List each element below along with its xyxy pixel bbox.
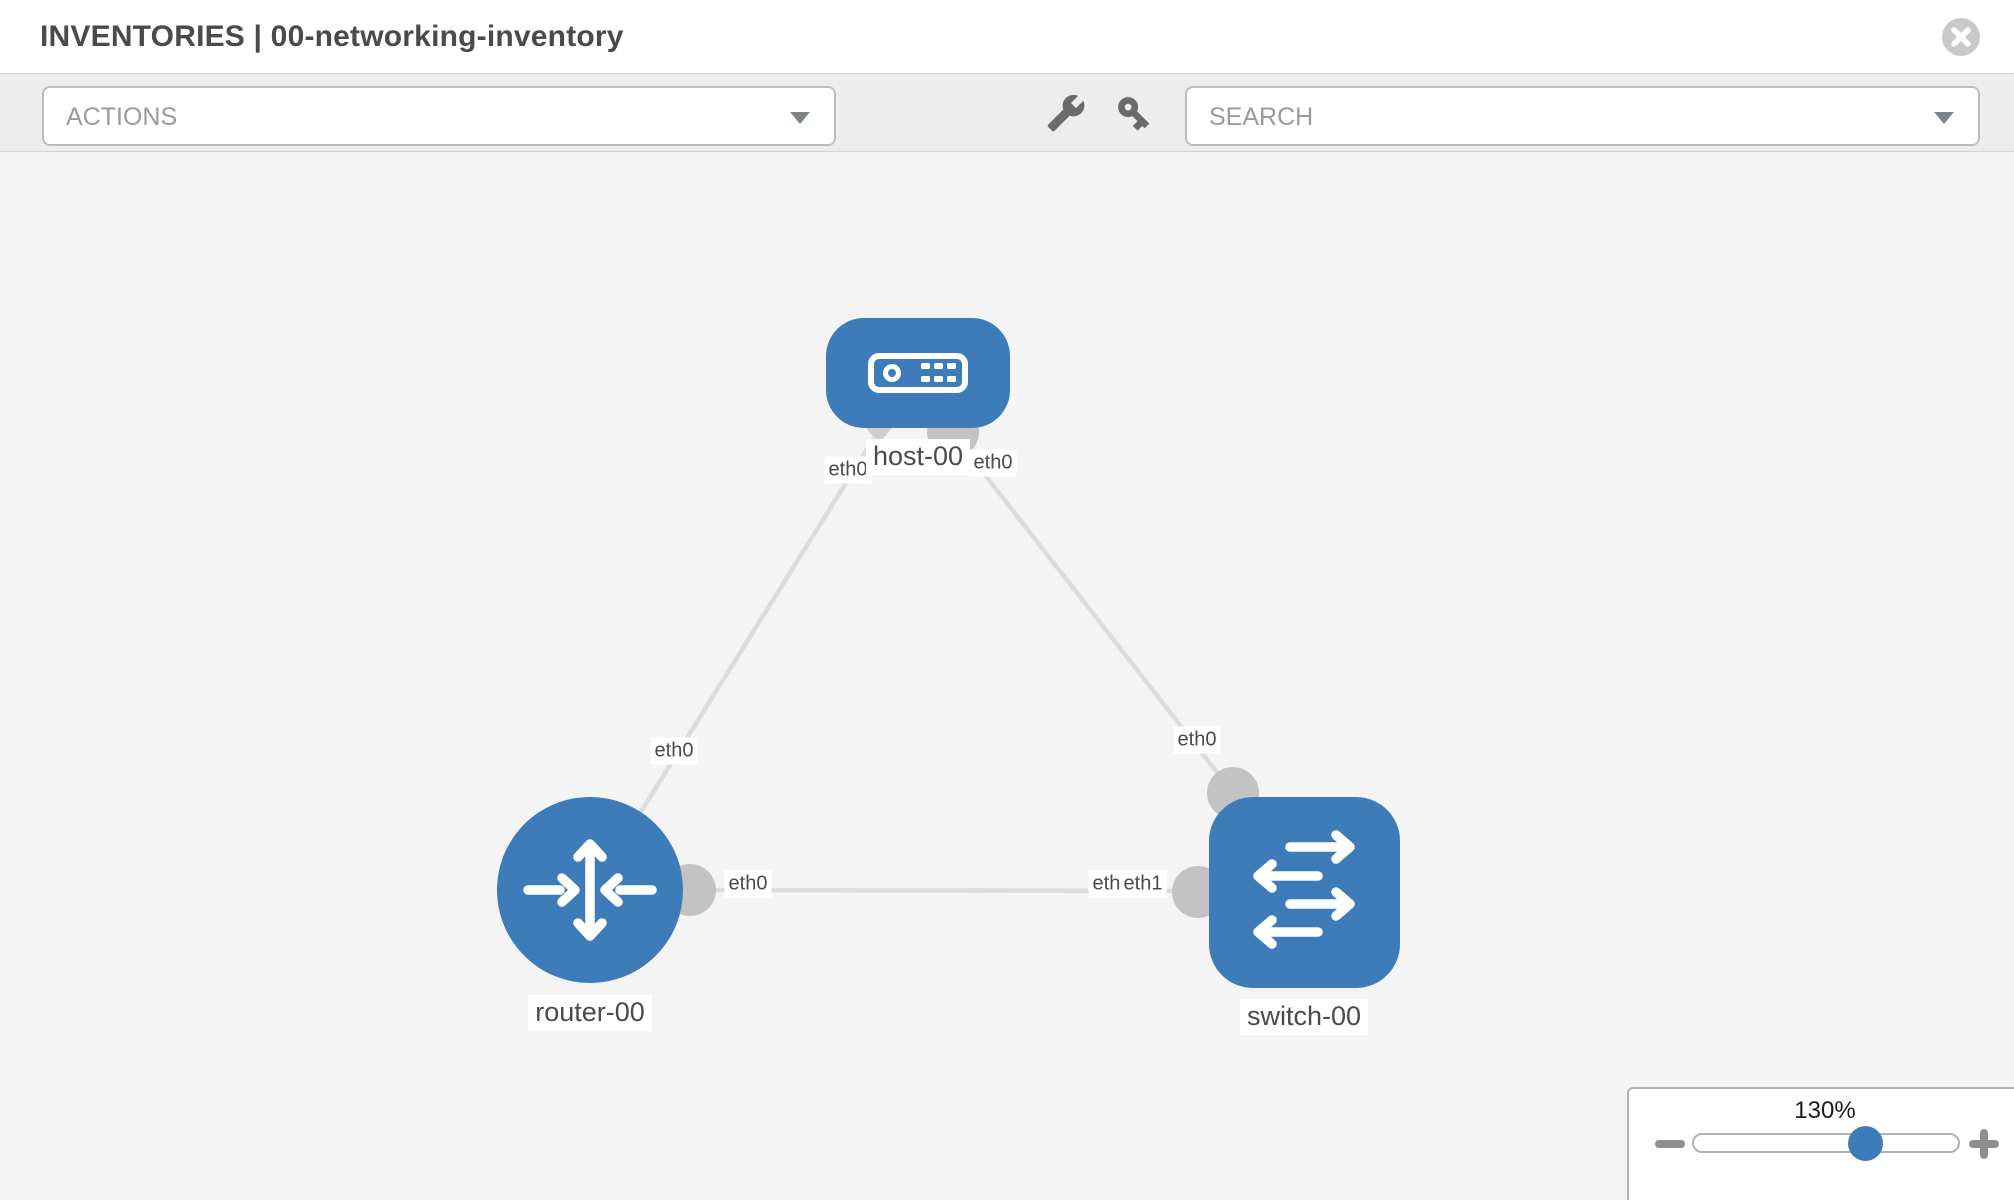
label-host-if-left: eth0 xyxy=(824,456,872,484)
switch-icon xyxy=(1253,830,1355,949)
node-host[interactable] xyxy=(826,318,1010,428)
zoom-in-button[interactable] xyxy=(1969,1129,1999,1159)
toolbar xyxy=(0,73,2014,152)
zoom-level: 130% xyxy=(1794,1097,1856,1124)
key-icon xyxy=(1118,97,1150,131)
page-title: INVENTORIES | 00-networking-inventory xyxy=(40,20,624,53)
zoom-slider-track[interactable] xyxy=(1692,1133,1960,1153)
label-switch-if-left-front: eth1 xyxy=(1119,870,1167,898)
zoom-slider-knob[interactable] xyxy=(1848,1126,1883,1161)
chevron-down-icon xyxy=(1934,112,1954,124)
search-input[interactable] xyxy=(1207,88,1922,146)
search-dropdown[interactable] xyxy=(1185,86,1980,146)
close-button[interactable] xyxy=(1942,18,1980,56)
close-icon xyxy=(1951,27,1971,47)
node-router[interactable] xyxy=(497,797,683,983)
label-router-if-uplink: eth0 xyxy=(650,737,698,765)
chevron-down-icon xyxy=(790,112,810,124)
actions-input[interactable] xyxy=(64,88,778,146)
label-switch-if-uplink: eth0 xyxy=(1173,726,1221,754)
link-host-router[interactable] xyxy=(619,427,882,845)
router-icon xyxy=(523,839,657,941)
topology-svg xyxy=(497,318,1400,988)
label-node-router: router-00 xyxy=(528,995,652,1031)
node-switch[interactable] xyxy=(1209,797,1400,988)
label-host-if-right: eth0 xyxy=(969,449,1017,477)
actions-dropdown[interactable] xyxy=(42,86,836,146)
link-endpoint-wedge xyxy=(866,428,892,443)
host-icon xyxy=(868,353,968,393)
label-node-switch: switch-00 xyxy=(1239,999,1369,1035)
key-button[interactable] xyxy=(1114,93,1156,135)
zoom-out-button[interactable] xyxy=(1655,1140,1685,1148)
zoom-panel: 130% xyxy=(1627,1087,2014,1200)
header: INVENTORIES | 00-networking-inventory xyxy=(0,0,2014,73)
label-node-host: host-00 xyxy=(865,439,971,475)
label-router-if-right: eth0 xyxy=(724,870,772,898)
topology-canvas[interactable] xyxy=(0,152,2014,1200)
wrench-button[interactable] xyxy=(1046,93,1088,135)
wrench-icon xyxy=(1047,94,1085,132)
